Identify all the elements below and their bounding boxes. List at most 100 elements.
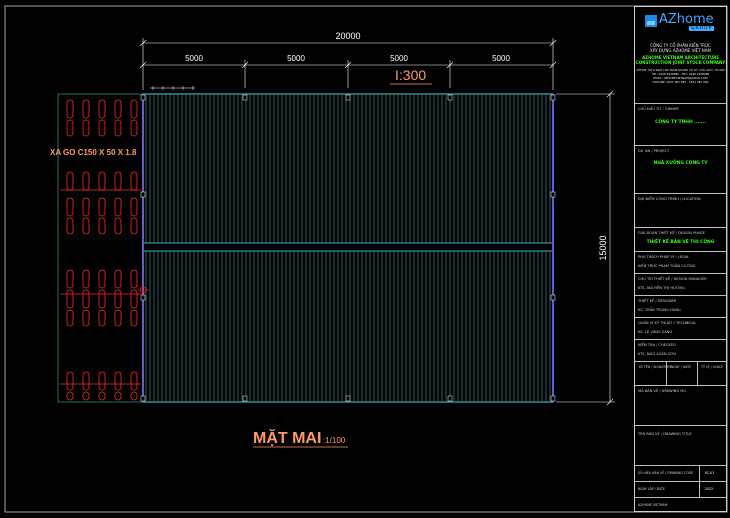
sign-col-1: KÝ TÊN / SIGNATURE	[639, 365, 672, 369]
purlin-mark	[114, 99, 122, 119]
person-name-5: KTS. NGÔ XUÂN SƠN	[638, 352, 676, 356]
purlin-mark	[130, 99, 138, 119]
sign-col-2: NGÀY / DATE	[671, 365, 692, 369]
location-label: ĐỊA ĐIỂM CÔNG TRÌNH / LOCATION	[638, 197, 701, 201]
address-4: HOTLINE: 0931 081 881 - 0931 081 082	[652, 80, 709, 84]
purlin-mark	[130, 289, 138, 309]
purlin-mark	[98, 309, 106, 327]
bay-dim-3: 5000	[390, 54, 408, 63]
person-cell-2: CHỦ TRÌ THIẾT KẾ / DESIGN MANAGER KTS. N…	[635, 273, 726, 295]
company-vn-2: XÂY DỰNG AZHOME VIỆT NAM	[650, 48, 711, 53]
purlin-mark	[82, 309, 90, 327]
purlin-mark	[82, 217, 90, 235]
roof-sheets	[145, 95, 551, 401]
person-name-3: KS. TRẦN TRỌNG HÙNG	[638, 308, 681, 312]
sheet-code-label: SỐ HIỆU BẢN VẼ / DRAWING CODE	[638, 471, 694, 475]
person-role-3: THIẾT KẾ / DESIGNER	[638, 299, 677, 303]
stage-cell: GIAI ĐOẠN THIẾT KẾ / DESIGN PHASE THIẾT …	[635, 227, 726, 257]
purlin-mark	[98, 217, 106, 235]
sign-divider-1	[666, 361, 667, 385]
purlin-mark	[98, 171, 106, 191]
foot-cell: AZHOME VIETNAM	[635, 497, 726, 512]
address-2: TEL: 0246.2928686 - FAX: 0246.2928686	[651, 72, 710, 76]
purlin-mark	[98, 99, 106, 119]
person-cell-5: KIỂM TRA / CHECKED KTS. NGÔ XUÂN SƠN	[635, 339, 726, 361]
top-tick-marks	[150, 86, 195, 90]
purlin-mark	[98, 197, 106, 217]
person-name-1: KIẾN TRÚC PHẠM TUẤN CƯỜNG	[638, 264, 696, 268]
person-role-1: PHỤ TRÁCH PHÁP LÝ / LEGAL	[638, 255, 690, 259]
purlin-mark	[82, 289, 90, 309]
overall-dimension	[139, 38, 557, 90]
purlin-mark	[130, 391, 138, 401]
project-cell: DỰ ÁN / PROJECT NHÀ XƯỞNG CÔNG TY	[635, 145, 726, 193]
purlin-mark	[114, 119, 122, 137]
sheet-code-value: KC-01	[705, 471, 715, 475]
owner-label: CHỦ ĐẦU TƯ / OWNER	[638, 107, 679, 111]
stage-value: THIẾT KẾ BẢN VẼ THI CÔNG	[646, 240, 715, 245]
sign-row: KÝ TÊN / SIGNATURE NGÀY / DATE TỶ LỆ / S…	[635, 361, 726, 385]
purlin-mark	[114, 391, 122, 401]
code-divider	[699, 465, 700, 497]
drawing-no-label: MÃ BẢN VẼ / DRAWING NO.	[638, 389, 687, 393]
purlin-mark	[66, 289, 74, 309]
purlin-mark	[98, 119, 106, 137]
purlin-mark	[114, 289, 122, 309]
person-cell-1: PHỤ TRÁCH PHÁP LÝ / LEGAL KIẾN TRÚC PHẠM…	[635, 251, 726, 273]
sheet-border	[4, 5, 728, 513]
purlin-mark	[114, 269, 122, 289]
purlin-mark	[66, 269, 74, 289]
drawing-no-cell: MÃ BẢN VẼ / DRAWING NO.	[635, 385, 726, 425]
side-dimension	[556, 90, 615, 406]
drawing-title-label: TÊN BẢN VẼ / DRAWING TITLE	[638, 432, 692, 436]
purlin-mark	[82, 391, 90, 401]
company-en-1: AZHOME VIETNAM ARCHITECTURE	[642, 55, 719, 60]
company-en-2: CONSTRUCTION JOINT STOCK COMPANY	[635, 60, 726, 65]
purlin-mark	[130, 119, 138, 137]
purlin-mark	[98, 269, 106, 289]
location-cell: ĐỊA ĐIỂM CÔNG TRÌNH / LOCATION	[635, 193, 726, 227]
purlin-mark	[130, 171, 138, 191]
person-name-4: KS. LÊ VĂNG SÁNG	[638, 330, 673, 334]
drawing-title: MẶT MAI	[253, 428, 321, 447]
purlin-mark	[66, 119, 74, 137]
foot-label: AZHOME VIETNAM	[638, 503, 668, 507]
date-label: NGÀY LẬP / DATE	[638, 487, 666, 491]
owner-cell: CHỦ ĐẦU TƯ / OWNER CÔNG TY TNHH .......	[635, 103, 726, 145]
purlin-mark	[130, 269, 138, 289]
logo-icon	[645, 15, 657, 27]
purlin-mark	[98, 391, 106, 401]
purlin-mark	[130, 371, 138, 391]
date-cell: NGÀY LẬP / DATE 2022	[635, 481, 726, 497]
person-role-4: QUẢN LÝ KỸ THUẬT / TECHNICAL	[638, 321, 697, 325]
purlin-mark	[82, 371, 90, 391]
drawing-scale: :1/100	[323, 436, 346, 445]
drawing-title-cell: TÊN BẢN VẼ / DRAWING TITLE	[635, 425, 726, 465]
owner-value: CÔNG TY TNHH .......	[655, 120, 706, 125]
purlin-mark	[82, 269, 90, 289]
sign-divider-2	[697, 361, 698, 385]
purlin-mark	[98, 371, 106, 391]
axis-markers	[140, 94, 556, 402]
project-label: DỰ ÁN / PROJECT	[638, 149, 670, 153]
company-vn-1: CÔNG TY CỔ PHẦN KIẾN TRÚC	[650, 43, 711, 48]
purlin-mark	[66, 391, 74, 401]
sign-col-3: TỶ LỆ / SCALE	[701, 365, 724, 369]
project-value: NHÀ XƯỞNG CÔNG TY	[653, 161, 708, 166]
purlin-mark	[130, 217, 138, 235]
overall-dim-text: 20000	[335, 31, 360, 41]
purlin-mark	[66, 171, 74, 191]
purlin-mark	[114, 171, 122, 191]
purlin-mark	[66, 217, 74, 235]
purlin-group	[60, 99, 141, 401]
purlin-mark	[66, 197, 74, 217]
bay-dimensions	[139, 60, 557, 88]
purlin-mark	[82, 119, 90, 137]
purlin-mark	[82, 99, 90, 119]
bay-dim-4: 5000	[492, 54, 510, 63]
date-value: 2022	[705, 487, 714, 491]
purlin-mark	[114, 371, 122, 391]
person-role-5: KIỂM TRA / CHECKED	[638, 343, 676, 347]
person-cell-3: THIẾT KẾ / DESIGNER KS. TRẦN TRỌNG HÙNG	[635, 295, 726, 317]
address-1: OFFICE: SỐ 8 NGÕ 196 TRẦN QUANG TỰ KỲ, C…	[636, 68, 725, 72]
